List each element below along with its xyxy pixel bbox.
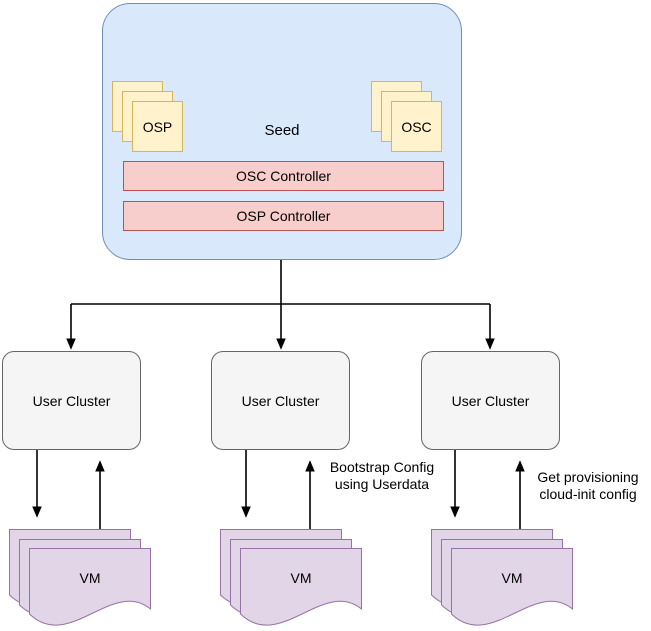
osc-card-front: OSC <box>391 101 442 152</box>
osp-controller-bar: OSP Controller <box>123 201 444 231</box>
osp-card-front: OSP <box>132 101 183 152</box>
vm-stack-3: VM <box>431 529 575 631</box>
osp-controller-label: OSP Controller <box>236 208 331 224</box>
vm-1-label: VM <box>79 570 101 586</box>
user-cluster-1-label: User Cluster <box>32 392 111 409</box>
osp-card-stack: OSP <box>112 81 184 153</box>
osp-label: OSP <box>142 118 173 135</box>
osc-controller-bar: OSC Controller <box>123 161 444 191</box>
user-cluster-2-label: User Cluster <box>241 392 320 409</box>
vm-document-front <box>240 548 362 626</box>
vm-stack-2: VM <box>220 529 364 631</box>
vm-stack-1: VM <box>9 529 153 631</box>
edge-label-get-provisioning: Get provisioning cloud-init config <box>537 469 639 502</box>
seed-label: Seed <box>264 122 300 139</box>
vm-3-label: VM <box>501 570 523 586</box>
user-cluster-1: User Cluster <box>2 351 141 450</box>
vm-stack-2-shapes <box>220 529 362 626</box>
osc-card-stack: OSC <box>371 81 443 153</box>
vm-stack-1-shapes <box>9 529 151 626</box>
vm-document-front <box>29 548 151 626</box>
vm-stack-3-shapes <box>431 529 573 626</box>
edge-label-bootstrap-config: Bootstrap Config using Userdata <box>329 459 435 492</box>
user-cluster-2: User Cluster <box>211 351 350 450</box>
osc-controller-label: OSC Controller <box>236 168 331 184</box>
seed-cluster-box: Seed OSP OSC OSC Controller OSP Controll… <box>102 3 462 260</box>
vm-2-label: VM <box>290 570 312 586</box>
osc-label: OSC <box>401 118 432 135</box>
vm-document-front <box>451 548 573 626</box>
user-cluster-3: User Cluster <box>421 351 560 450</box>
user-cluster-3-label: User Cluster <box>451 392 530 409</box>
